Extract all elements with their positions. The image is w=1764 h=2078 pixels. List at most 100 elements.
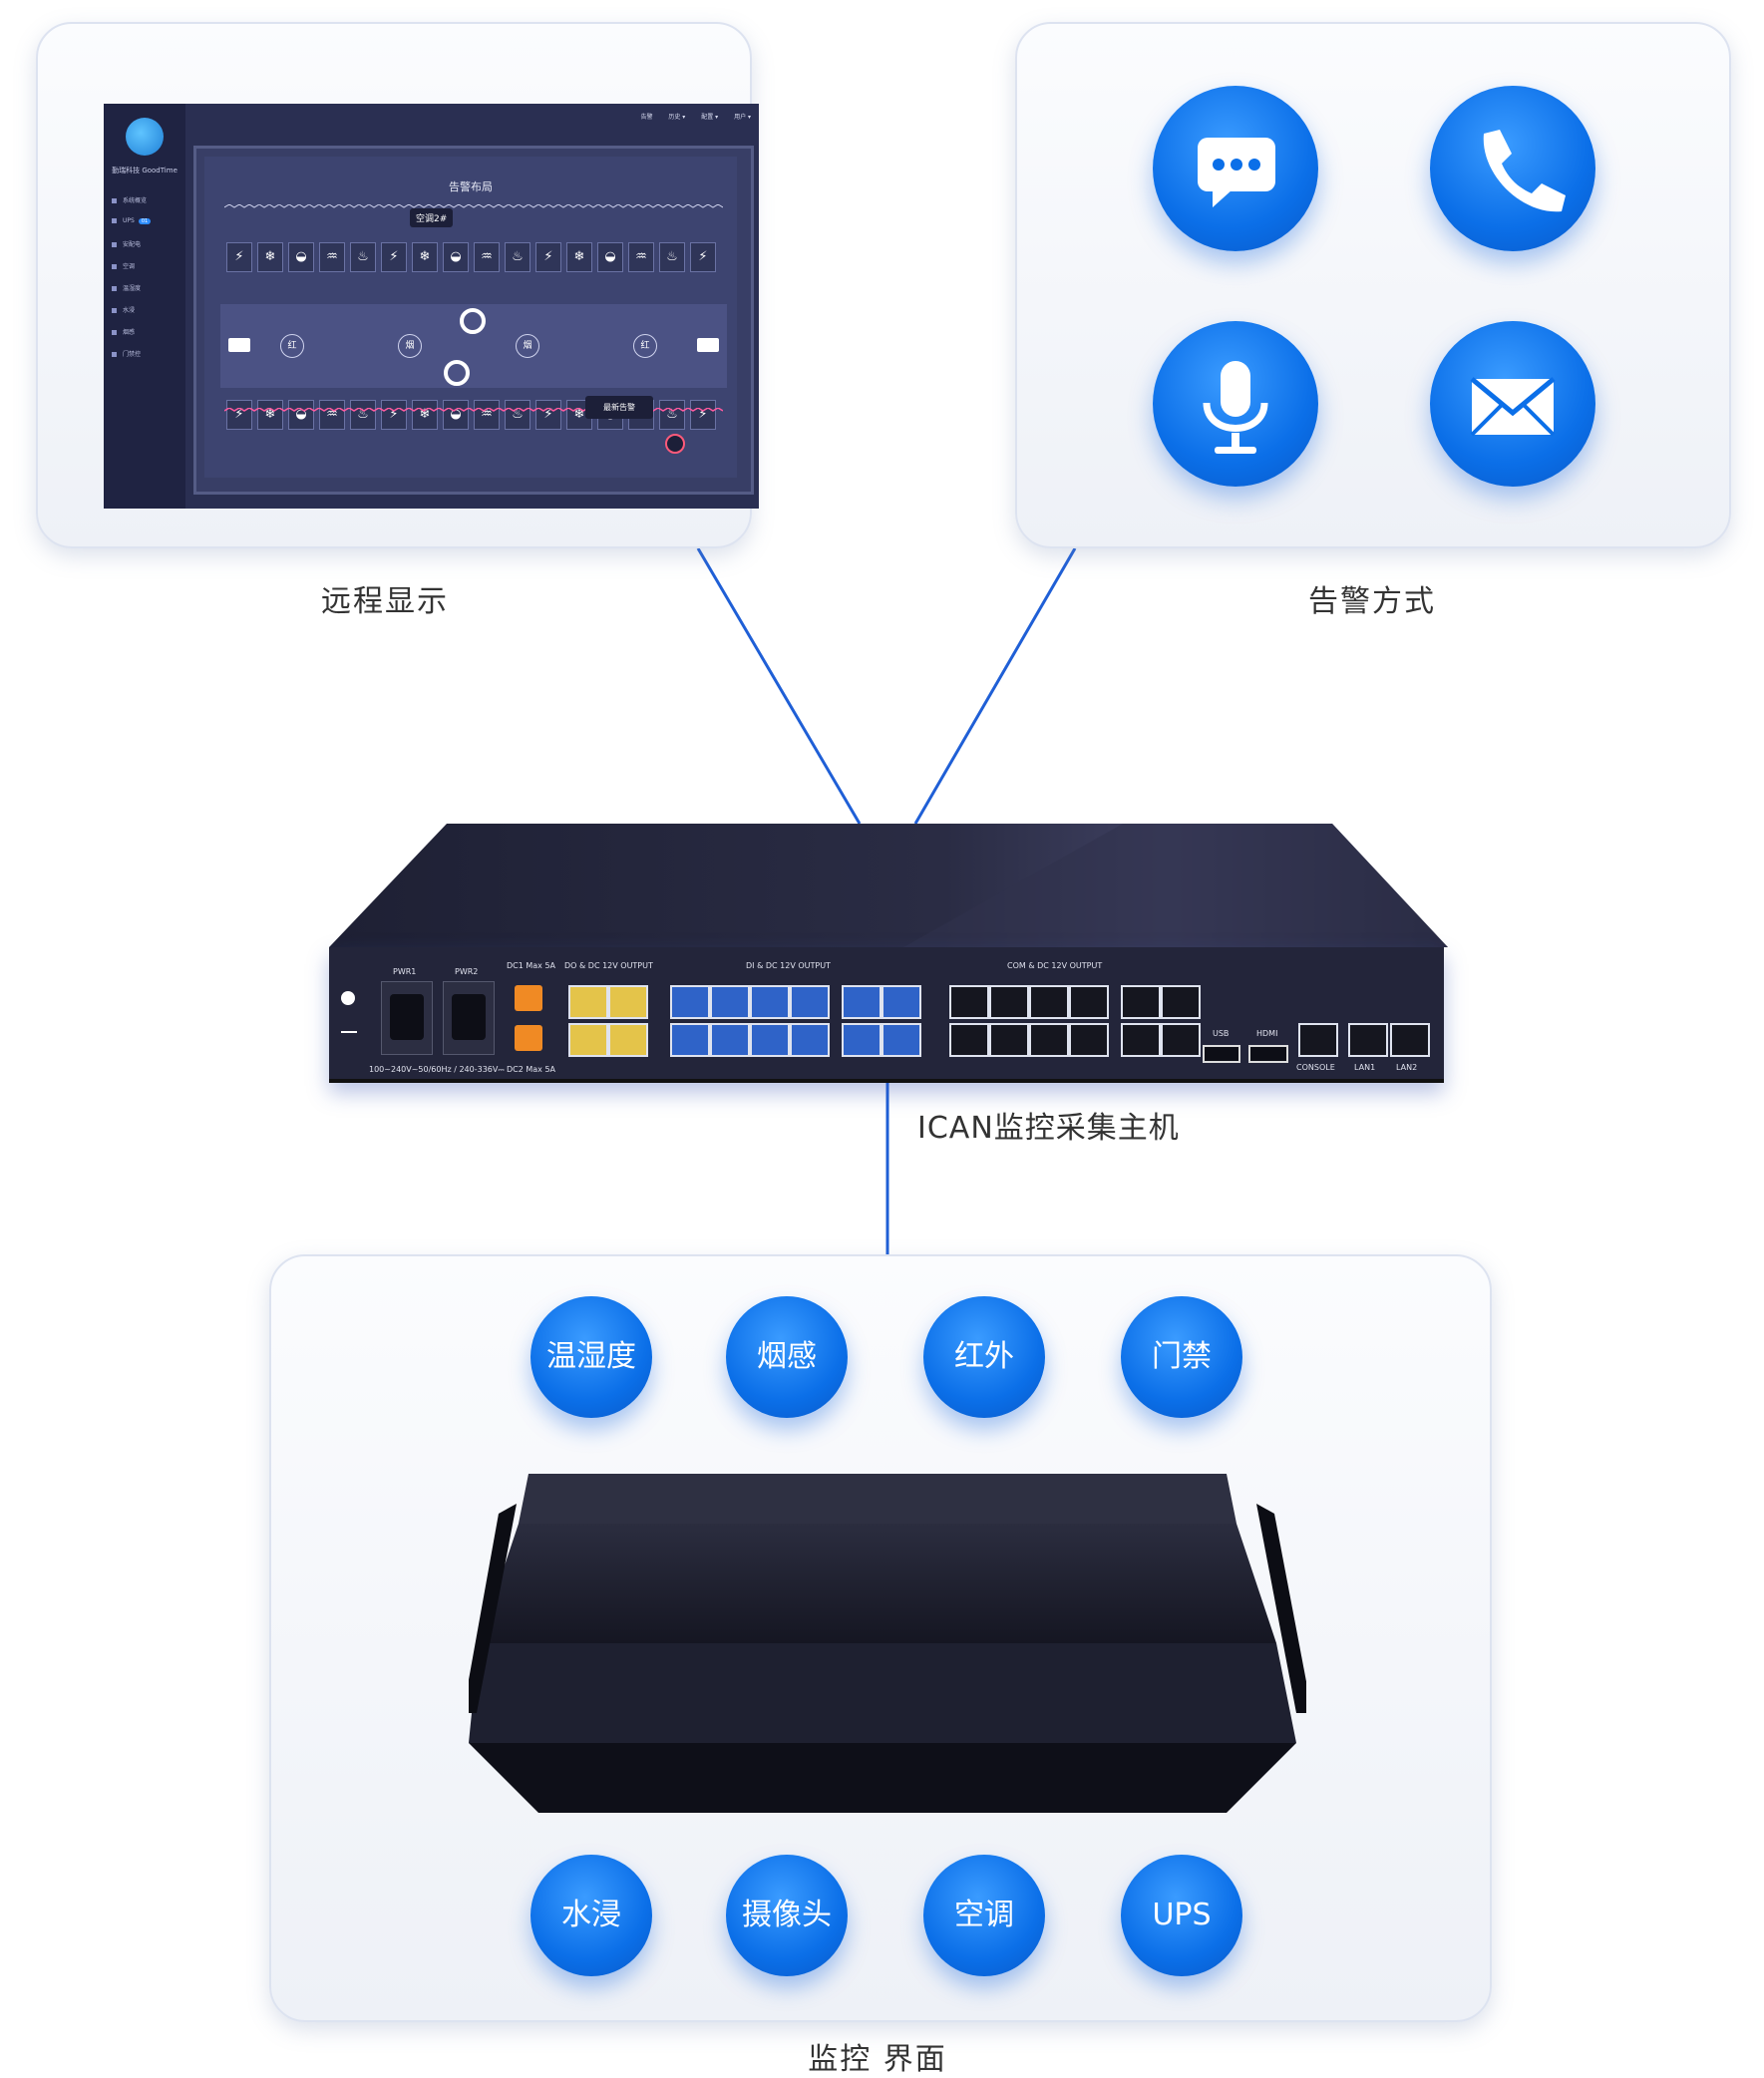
topbar-alarm[interactable]: 告警: [640, 114, 653, 121]
cabinet-tile[interactable]: ♨: [659, 400, 685, 430]
di-port[interactable]: [882, 1023, 921, 1057]
usb-port[interactable]: [1203, 1045, 1240, 1063]
cabinet-tile[interactable]: ♨: [350, 400, 376, 430]
com-port[interactable]: [989, 985, 1029, 1019]
cabinet-tile[interactable]: ♨: [350, 242, 376, 272]
layout-title: 告警布局: [449, 180, 493, 193]
webcam-icon-1: [460, 308, 486, 334]
topbar-config[interactable]: 配置 ▾: [701, 114, 719, 121]
cabinet-tile[interactable]: ♒: [319, 400, 345, 430]
cabinet-tile[interactable]: ❄: [566, 242, 592, 272]
aisle-label-3: 烟: [516, 334, 539, 358]
email-icon: [1430, 321, 1595, 487]
com-port[interactable]: [949, 985, 989, 1019]
di-port[interactable]: [750, 1023, 790, 1057]
cabinet-tile[interactable]: ♒: [319, 242, 345, 272]
di-port[interactable]: [842, 985, 882, 1019]
alarm-bell-icon[interactable]: [665, 434, 685, 454]
topbar-user[interactable]: 用户 ▾: [734, 114, 751, 121]
hdmi-port[interactable]: [1248, 1045, 1288, 1063]
sidebar-item-overview[interactable]: 系统概览: [112, 195, 147, 204]
lan1-label: LAN1: [1354, 1063, 1376, 1072]
com-port[interactable]: [1161, 1023, 1201, 1057]
di-port[interactable]: [670, 1023, 710, 1057]
di-port[interactable]: [750, 985, 790, 1019]
cabinet-tile[interactable]: ◒: [443, 400, 469, 430]
do-port[interactable]: [568, 985, 608, 1019]
com-port[interactable]: [1029, 1023, 1069, 1057]
cabinet-tile[interactable]: ◒: [288, 242, 314, 272]
di-port[interactable]: [790, 1023, 830, 1057]
sidebar-item-door[interactable]: 门禁控: [112, 349, 141, 358]
com-port[interactable]: [949, 1023, 989, 1057]
lan2-port[interactable]: [1390, 1023, 1430, 1057]
lan1-port[interactable]: [1348, 1023, 1388, 1057]
cabinet-tile[interactable]: ⚡: [690, 400, 716, 430]
sidebar-item-water[interactable]: 水浸: [112, 305, 135, 314]
cabinet-tile[interactable]: ♒: [628, 242, 654, 272]
do-port[interactable]: [608, 985, 648, 1019]
sidebar-item-aircon[interactable]: 空调: [112, 261, 135, 270]
di-port[interactable]: [790, 985, 830, 1019]
pwr2-socket[interactable]: [443, 981, 495, 1055]
cabinet-tile[interactable]: ❄: [412, 242, 438, 272]
pwr1-socket[interactable]: [381, 981, 433, 1055]
cabinet-tile[interactable]: ⚡: [381, 400, 407, 430]
console-label: CONSOLE: [1296, 1063, 1335, 1072]
ups-badge: 01: [138, 218, 152, 224]
com-group-label: COM & DC 12V OUTPUT: [1007, 961, 1103, 970]
cabinet-tile[interactable]: ♨: [659, 242, 685, 272]
com-port[interactable]: [1161, 985, 1201, 1019]
cabinet-tile[interactable]: ❄: [257, 400, 283, 430]
cabinet-tile[interactable]: ◒: [443, 242, 469, 272]
cabinet-tile[interactable]: ⚡: [535, 400, 561, 430]
do-port[interactable]: [608, 1023, 648, 1057]
sensor-temp-humidity: 温湿度: [530, 1296, 652, 1418]
cabinet-tile[interactable]: ♒: [474, 242, 500, 272]
host-device-top: [329, 824, 1448, 947]
cabinet-tile[interactable]: ◒: [288, 400, 314, 430]
dc2-label: DC2 Max 5A: [507, 1065, 556, 1074]
cabinet-tile[interactable]: ♨: [505, 400, 530, 430]
sensor-door-access: 门禁: [1121, 1296, 1242, 1418]
di-port[interactable]: [882, 985, 921, 1019]
sidebar-item-temp[interactable]: 温湿度: [112, 283, 141, 292]
dc2-terminal[interactable]: [515, 1025, 542, 1051]
remote-display-caption: 远程显示: [321, 584, 449, 619]
do-port[interactable]: [568, 1023, 608, 1057]
com-port[interactable]: [1069, 1023, 1109, 1057]
di-port[interactable]: [670, 985, 710, 1019]
cabinet-tile[interactable]: ❄: [257, 242, 283, 272]
com-port[interactable]: [1121, 985, 1161, 1019]
cabinet-tile[interactable]: ⚡: [690, 242, 716, 272]
latest-alarm-box[interactable]: 最新告警: [585, 396, 653, 419]
dc1-terminal[interactable]: [515, 985, 542, 1011]
com-port[interactable]: [1069, 985, 1109, 1019]
com-port[interactable]: [989, 1023, 1029, 1057]
com-port[interactable]: [1029, 985, 1069, 1019]
sidebar-item-smoke[interactable]: 烟感: [112, 327, 135, 336]
cabinet-tile[interactable]: ⚡: [381, 242, 407, 272]
cabinet-tile[interactable]: ⚡: [535, 242, 561, 272]
aisle-label-1: 红: [280, 334, 304, 358]
console-port[interactable]: [1298, 1023, 1338, 1057]
topbar-history[interactable]: 历史 ▾: [668, 114, 686, 121]
cabinet-tile[interactable]: ❄: [412, 400, 438, 430]
di-port[interactable]: [710, 1023, 750, 1057]
di-group-label: DI & DC 12V OUTPUT: [746, 961, 831, 970]
di-port[interactable]: [710, 985, 750, 1019]
cabinet-tile[interactable]: ⚡: [226, 400, 252, 430]
sensor-smoke: 烟感: [726, 1296, 848, 1418]
cabinet-tile[interactable]: ♒: [474, 400, 500, 430]
di-port[interactable]: [842, 1023, 882, 1057]
cabinet-tile[interactable]: ⚡: [226, 242, 252, 272]
sidebar-item-power[interactable]: 安配电: [112, 239, 141, 248]
cabinet-tile[interactable]: ♨: [505, 242, 530, 272]
com-port[interactable]: [1121, 1023, 1161, 1057]
cabinet-tile[interactable]: ◒: [597, 242, 623, 272]
camera-icon-left: [228, 338, 250, 352]
host-device-front-panel: PWR1 PWR2 100~240V~50/60Hz / 240-336V⎓ D…: [329, 947, 1444, 1083]
